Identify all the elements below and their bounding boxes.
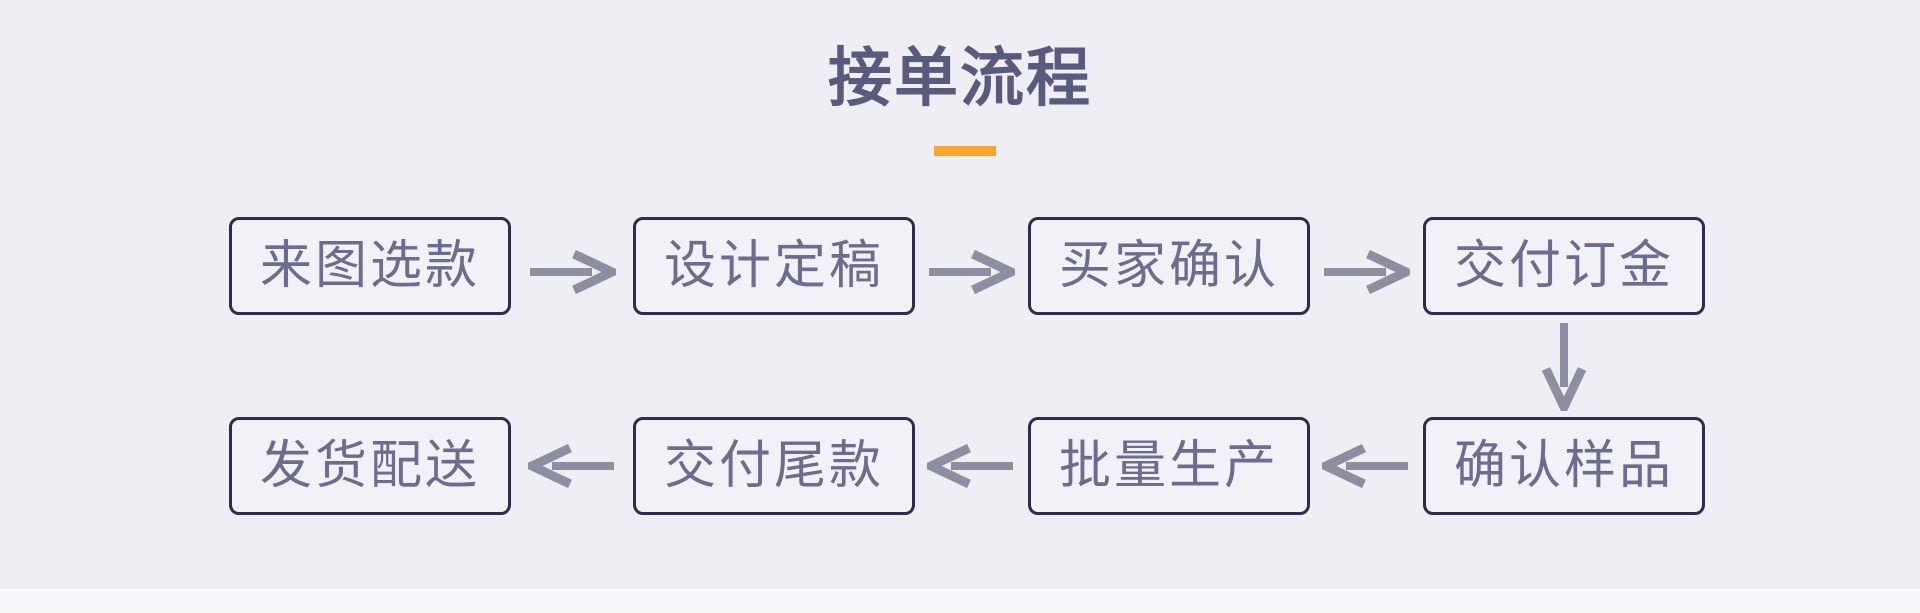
arrow-left-icon (528, 444, 616, 488)
flow-step-box-6: 批量生产 (1028, 417, 1310, 515)
flow-step-label: 批量生产 (1058, 438, 1279, 495)
flow-step-label: 确认样品 (1453, 438, 1674, 495)
flow-step-label: 交付订金 (1453, 238, 1674, 295)
flow-step-box-8: 发货配送 (229, 417, 511, 515)
flow-step-label: 设计定稿 (663, 238, 884, 295)
flow-step-label: 买家确认 (1058, 238, 1279, 295)
flow-step-box-2: 设计定稿 (633, 217, 915, 315)
flow-step-box-5: 确认样品 (1423, 417, 1705, 515)
flow-step-label: 来图选款 (259, 238, 480, 295)
arrow-right-icon (528, 250, 616, 294)
flow-step-box-3: 买家确认 (1028, 217, 1310, 315)
arrow-right-icon (1322, 250, 1410, 294)
page-title: 接单流程 (828, 43, 1092, 114)
arrow-right-icon (927, 250, 1015, 294)
flow-step-label: 交付尾款 (663, 438, 884, 495)
page-bottom-strip (0, 589, 1920, 613)
arrow-down-icon (1542, 321, 1586, 411)
flow-step-box-1: 来图选款 (229, 217, 511, 315)
title-accent-underline (934, 146, 996, 156)
arrow-left-icon (927, 444, 1015, 488)
flow-step-box-4: 交付订金 (1423, 217, 1705, 315)
flow-step-box-7: 交付尾款 (633, 417, 915, 515)
arrow-left-icon (1322, 444, 1410, 488)
flow-step-label: 发货配送 (259, 438, 480, 495)
